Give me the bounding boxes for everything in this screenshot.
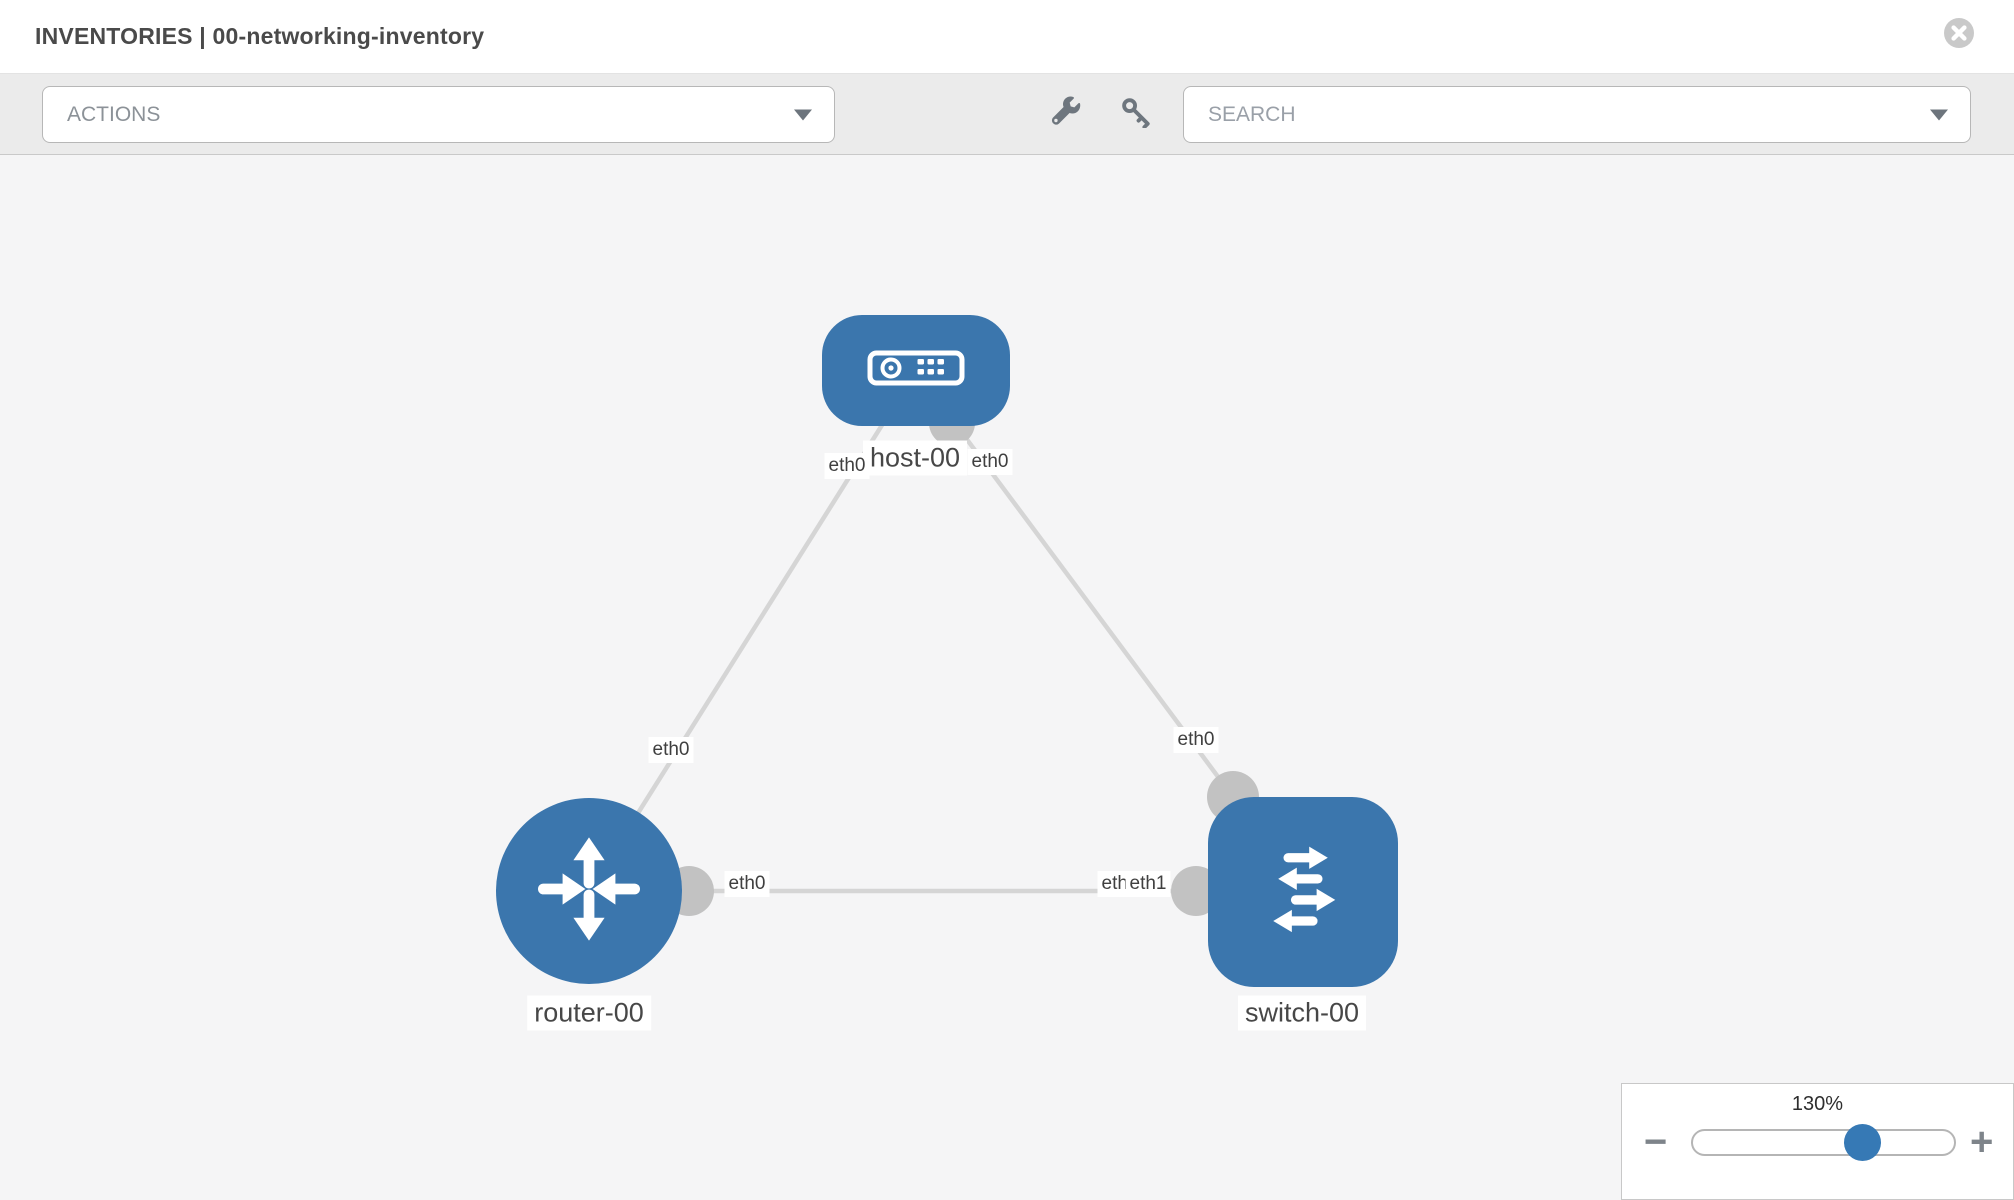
credentials-button[interactable]	[1112, 90, 1160, 138]
node-router-00[interactable]	[496, 798, 682, 984]
iface-label-switch-eth1: eth1	[1125, 871, 1171, 897]
search-input[interactable]	[1184, 87, 1970, 142]
zoom-out-button[interactable]: −	[1644, 1120, 1668, 1164]
header: INVENTORIES | 00-networking-inventory	[0, 0, 2014, 73]
zoom-in-button[interactable]: +	[1970, 1120, 1994, 1164]
toolbar: ACTIONS	[0, 73, 2014, 155]
actions-dropdown[interactable]: ACTIONS	[42, 86, 835, 143]
router-icon	[529, 829, 649, 954]
node-switch-00[interactable]	[1208, 797, 1398, 987]
switch-icon	[1241, 828, 1365, 957]
zoom-slider-track[interactable]	[1691, 1129, 1956, 1156]
actions-dropdown-label: ACTIONS	[67, 102, 161, 126]
iface-label-router-eth0-right: eth0	[724, 871, 770, 897]
chevron-down-icon	[794, 109, 812, 120]
iface-label-host-eth0-right: eth0	[967, 449, 1013, 475]
wrench-icon	[1049, 95, 1083, 134]
node-label-router: router-00	[527, 995, 651, 1031]
iface-label-host-eth0-left: eth0	[824, 453, 870, 479]
chevron-down-icon	[1930, 109, 1948, 120]
tools-button[interactable]	[1042, 90, 1090, 138]
close-icon	[1943, 18, 1975, 53]
zoom-slider-thumb[interactable]	[1844, 1124, 1881, 1161]
search-dropdown[interactable]	[1183, 86, 1971, 143]
iface-label-switch-eth0-top: eth0	[1173, 727, 1219, 753]
topology-links-layer	[587, 369, 1305, 916]
close-button[interactable]	[1943, 17, 1975, 49]
node-label-switch: switch-00	[1237, 995, 1367, 1031]
key-icon	[1120, 96, 1152, 133]
page-title: INVENTORIES | 00-networking-inventory	[35, 23, 485, 49]
iface-label-router-eth0-up: eth0	[648, 737, 694, 763]
node-label-host: host-00	[862, 440, 968, 476]
zoom-panel: 130% − +	[1621, 1083, 2014, 1200]
zoom-level-label: 130%	[1791, 1093, 1844, 1115]
host-icon	[867, 350, 965, 391]
node-host-00[interactable]	[822, 315, 1010, 426]
topology-canvas[interactable]: host-00 router-00 switch-00 eth0 eth0 et…	[0, 155, 2014, 1200]
